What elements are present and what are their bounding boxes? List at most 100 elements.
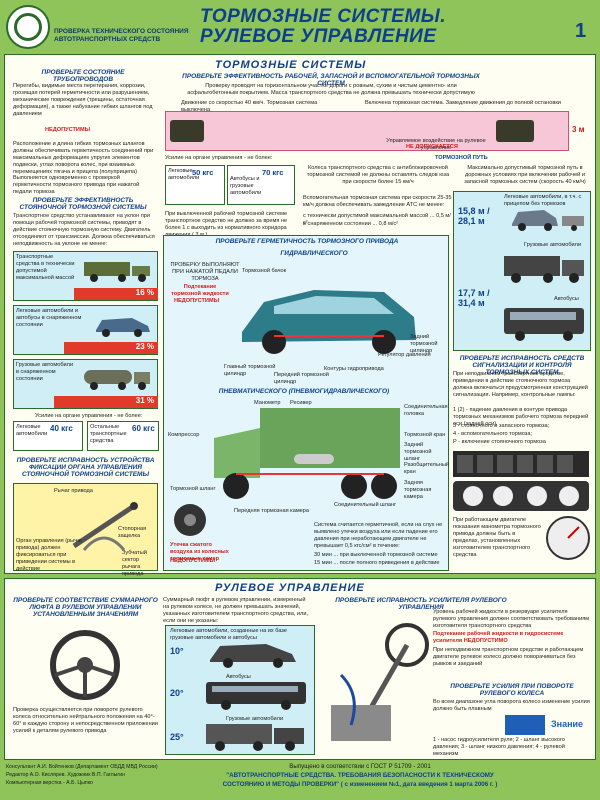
slope-percent-1: 16 % [74,288,158,300]
air-leak-text: Утечка сжатого воздуха из колесных тормо… [170,542,229,562]
slope-percent-3: 31 % [54,396,158,408]
aux-text: При выключенной рабочей тормозной систем… [165,211,288,238]
credits-1: Консультант А.И. Войтенков (Департамент … [6,764,158,770]
signal-item-4: P - включение стояночного тормоза [453,439,546,445]
gauge-icon [546,516,590,560]
part-receiver: Ресивер [290,400,312,406]
corridor-not-allowed: НЕ ДОПУСКАЕТСЯ [406,144,458,150]
pneumatic-time-2: 15 мин ... после полного приведения в де… [314,560,440,566]
part-rear-chamber: Задняя тормозная камера [404,480,432,500]
aux-decel-2: в снаряженном состоянии ... 0,8 м/с² [303,221,399,227]
air-leak-not-allowed: НЕДОПУСТИМЫ [170,558,216,564]
parking-title: ПРОВЕРЬТЕ ЭФФЕКТИВНОСТЬ СТОЯНОЧНОЙ ТОРМО… [19,197,147,211]
steering-panel: РУЛЕВОЕ УПРАВЛЕНИЕ ПРОВЕРЬТЕ СООТВЕТСТВИ… [4,578,596,760]
part-rear-cylinder: Задний тормозной цилиндр [410,334,438,354]
play-text: Суммарный люфт в рулевом управлении, изм… [163,597,308,624]
effort-top-label: Усилие на органе управления - не более: [165,155,273,161]
footer-center-3: СОСТОЯНИЮ И МЕТОДЫ ПРОВЕРКИ" ( с изменен… [222,781,498,788]
play-value-3: 25° [170,732,184,742]
booster-leak: Подтекание рабочей жидкости в гидросисте… [433,631,564,644]
cargo-truck-icon [504,256,584,283]
signal-item-3: 4 - вспомогательного тормоза; [453,431,533,437]
footer: Консультант А.И. Войтенков (Департамент … [0,762,600,800]
booster-legend: 1 - насос гидроусилителя руля; 2 - шланг… [433,737,565,757]
org-line-1: ПРОВЕРКА ТЕХНИЧЕСКОГО СОСТОЯНИЯ [54,28,189,35]
slope-item-1: Транспортные средства в технически допус… [13,251,158,301]
brakes-section-title: ТОРМОЗНЫЕ СИСТЕМЫ [215,59,367,71]
part-disconnect-valve: Разобщительный кран [404,462,449,475]
bus-side-icon [206,682,306,710]
pneumatic-title: ПНЕВМАТИЧЕСКОГО (ПНЕВМОГИДРАВЛИЧЕСКОГО) [218,388,390,395]
brand-logo-icon [505,715,545,735]
part-coupling-head: Соединительная головка [404,404,448,417]
play-values-box: Легковые автомобили, созданные на их баз… [165,625,315,755]
truck-side-icon [206,724,304,751]
part-brake-valve: Тормозной кран [404,432,446,438]
signal-item-1: 1 (2) - падение давления в контуре приво… [453,407,589,427]
play-value-2: 20° [170,688,184,698]
part-connecting-hose: Соединительный шланг [334,502,397,508]
part-manometer: Манометр [254,400,281,406]
drive-panel: ПРОВЕРЬТЕ ГЕРМЕТИЧНОСТЬ ТОРМОЗНОГО ПРИВО… [163,235,449,571]
effort-bottom-1: Легковые автомобили 40 кгс [13,421,83,451]
hydraulic-not-allowed: НЕДОПУСТИМЫ [174,298,220,304]
lever-icon [72,502,138,551]
fixation-box: Рычаг привода Стопорная защелка Орган уп… [13,483,158,577]
parking-text: Транспортное средство устанавливают на у… [13,213,155,247]
booster-title: ПРОВЕРЬТЕ ИСПРАВНОСТЬ УСИЛИТЕЛЯ РУЛЕВОГО… [335,597,507,611]
dashboard-icon [453,481,589,511]
warning-lamps-icon [453,451,589,477]
pipelines-not-allowed: НЕДОПУСТИМЫ [45,127,91,133]
effort-bottom-2: Остальные транспортные средства 60 кгс [87,421,159,451]
car-trailer-icon [512,210,584,231]
footer-center-2: "АВТОТРАНСПОРТНЫЕ СРЕДСТВА. ТРЕБОВАНИЯ Б… [226,772,494,779]
efficiency-text: Проверку проводят на горизонтальном учас… [187,83,475,96]
pipelines-text: Перегибы, видимые места перетирания, кор… [13,83,153,117]
effort-bottom-label: Усилие на органе управления - не более: [35,413,143,419]
hydraulic-check: ПРОВЕРКУ ВЫПОЛНЯЮТ ПРИ НАЖАТОЙ ПЕДАЛИ ТО… [170,262,240,282]
steering-section-title: РУЛЕВОЕ УПРАВЛЕНИЕ [215,582,365,594]
pawl-label: Стопорная защелка [118,526,147,539]
part-master-cylinder: Главный тормозной цилиндр [224,364,276,377]
hydraulic-title: ГИДРАВЛИЧЕСКОГО [280,250,348,257]
max-path-value-1: 15,8 м / 28,1 м [458,206,490,226]
effort-top-1: Легковые автомобили 50 кгс [165,165,225,205]
brake-path-label: ТОРМОЗНОЙ ПУТЬ [435,155,488,161]
brakes-panel: ТОРМОЗНЫЕ СИСТЕМЫ ПРОВЕРЬТЕ СОСТОЯНИЕ ТР… [4,54,596,577]
car-icon [96,318,150,337]
corridor-box: Управляемое воздействие на рулевое управ… [165,111,569,151]
part-brake-hose: Тормозной шланг [170,486,216,492]
page-number: 1 [575,20,587,42]
footer-center-1: Выпущено в соответствии с ГОСТ Р 51709 -… [289,763,431,770]
brake-chamber-icon [174,504,206,536]
max-path-box: Легковые автомобили, в т.ч. с прицепом б… [453,191,591,351]
slope-percent-2: 23 % [64,342,158,354]
hoses-text: Расположение и длина гибких тормозных шл… [13,141,154,175]
aux-decel-text: Вспомогательная тормозная система при ск… [303,195,452,208]
credits-2: Редактор А.О. Кислярев. Художник В.П. Га… [6,772,126,778]
aux-decel-1: с технически допустимой максимальной мас… [303,213,451,226]
part-front-chamber: Передняя тормозная камера [234,508,310,514]
signal-item-2: 3 - стояночного и запасного тормоза; [453,423,550,429]
booster-text-2: При неподвижном транспортном средстве и … [433,647,584,667]
car-side-icon [210,644,296,668]
booster-text-3: Во всем диапазоне угла поворота колесо и… [433,699,590,712]
part-brake-reservoir: Тормозной бачок [242,268,287,274]
lever-label: Рычаг привода [54,488,93,494]
abs-text: Колеса транспортного средства с антиблок… [306,165,450,185]
gauge-text: При работающем двигателе показания маном… [453,517,541,558]
parking-check-text: Выполняется одновременно с проверкой гер… [13,175,140,195]
max-path-value-2: 17,7 м / 31,4 м [458,288,490,308]
credits-3: Компьютерная верстка - А.Б. Цыпко [6,780,93,786]
part-rear-hose: Задний тормозной шланг [404,442,432,462]
corridor-label: Управляемое воздействие на рулевое управ… [386,138,486,151]
car-hydraulic-diagram [242,290,416,354]
part-front-cylinder: Передний тормозной цилиндр [274,372,329,385]
truck-icon [84,262,150,282]
pneumatic-text: Система считается герметичной, если на с… [314,522,443,549]
speed-label: Движение со скоростью 40 км/ч. Тормозная… [181,100,318,113]
pipelines-title: ПРОВЕРЬТЕ СОСТОЯНИЕ ТРУБОПРОВОДОВ [41,69,125,83]
header: ПРОВЕРКА ТЕХНИЧЕСКОГО СОСТОЯНИЯ АВТОТРАН… [0,0,600,52]
tanker-icon [84,370,150,390]
bus-icon [504,308,584,341]
